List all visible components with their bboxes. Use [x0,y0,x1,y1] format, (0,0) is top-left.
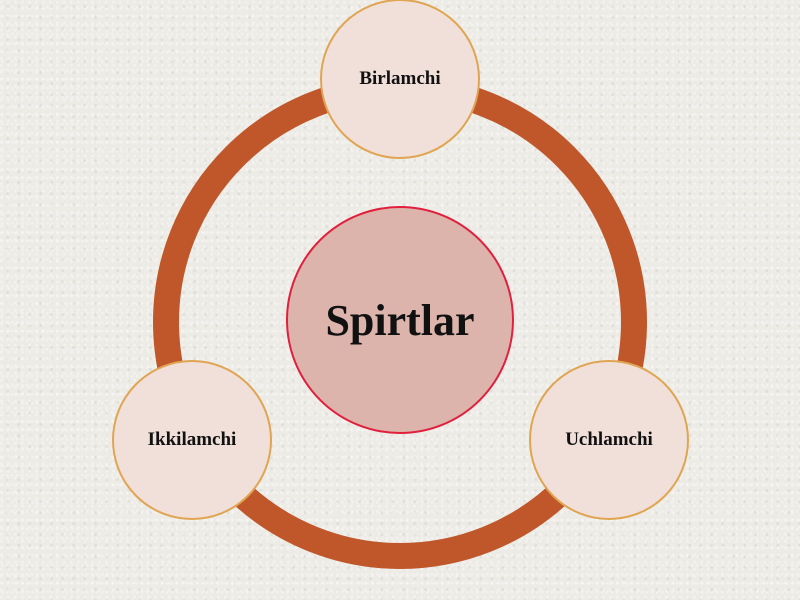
node-label-ikkilamchi: Ikkilamchi [147,429,237,450]
center-circle [286,206,514,434]
node-label-uchlamchi: Uchlamchi [565,429,653,450]
node-circle-right [529,360,689,520]
center-label: Spirtlar [325,295,475,345]
node-label-birlamchi: Birlamchi [359,68,441,89]
node-circle-left [112,360,272,520]
node-circle-top [320,0,480,159]
